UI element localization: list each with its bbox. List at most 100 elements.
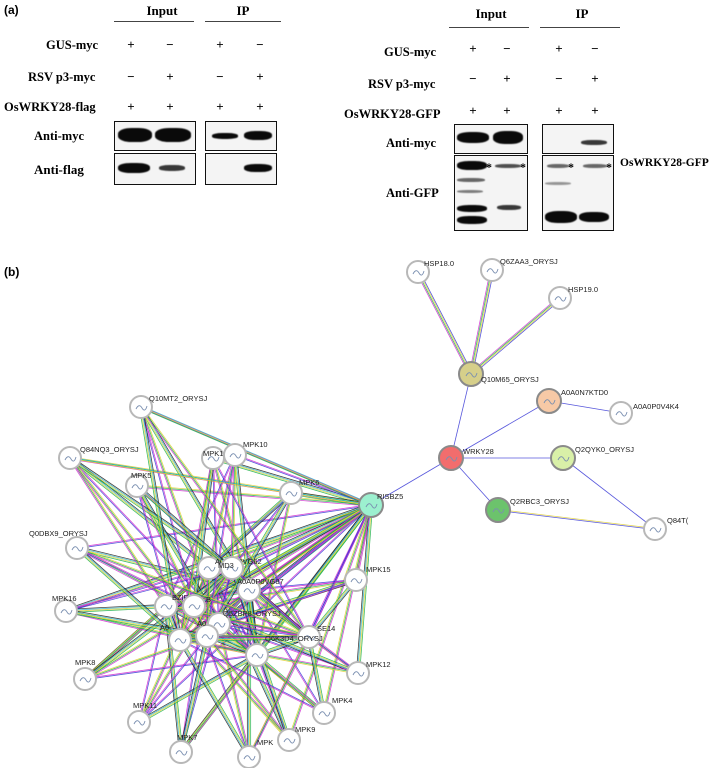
network-node: MPK16 xyxy=(52,594,78,623)
network-node-label: MPK6 xyxy=(299,478,319,487)
network-node: B xyxy=(182,594,211,618)
protein-structure-icon xyxy=(243,588,256,594)
network-edge xyxy=(205,491,290,636)
network-edge xyxy=(194,505,372,607)
sign: − xyxy=(256,37,264,52)
star-marker: * xyxy=(520,160,526,174)
network-node-label: Q2RBC3_ORYSJ xyxy=(510,497,569,506)
network-edge xyxy=(140,406,310,638)
network-edge xyxy=(182,636,210,753)
network-edge xyxy=(136,485,372,506)
protein-structure-icon xyxy=(64,456,77,462)
left-input-flag-blot xyxy=(114,153,196,185)
right-blot-label-gfp: Anti-GFP xyxy=(386,186,439,200)
network-node-label: MPK12 xyxy=(366,660,391,669)
network-node-label: MPK5 xyxy=(131,471,151,480)
left-ip-flag-blot xyxy=(205,153,277,185)
network-node: BZIP39 xyxy=(154,593,197,618)
network-edge xyxy=(77,546,310,637)
network-edge xyxy=(212,458,309,638)
network-edge xyxy=(139,407,309,638)
network-edge xyxy=(179,640,249,758)
network-edge xyxy=(140,407,371,506)
network-node: Q6ZAA3_ORYSJ xyxy=(480,257,558,282)
protein-structure-icon xyxy=(303,635,316,641)
network-node-label: MPK15 xyxy=(366,565,391,574)
right-blot-label-myc: Anti-myc xyxy=(386,136,436,150)
network-edge xyxy=(69,458,209,569)
network-edge xyxy=(192,503,371,605)
network-node-label: HSP18.0 xyxy=(424,259,454,268)
protein-structure-icon xyxy=(318,711,331,717)
network-edge xyxy=(235,454,258,655)
protein-structure-icon xyxy=(131,484,144,490)
sign: + xyxy=(469,103,477,118)
protein-structure-icon xyxy=(557,456,570,462)
network-edge xyxy=(290,494,371,508)
right-input-myc-blot xyxy=(454,124,528,154)
network-edge xyxy=(207,454,235,568)
network-edge xyxy=(470,297,560,374)
network-edge xyxy=(322,504,371,713)
right-row-label-gus: GUS-myc xyxy=(384,45,437,59)
network-node-label: MPK10 xyxy=(243,440,268,449)
network-edge xyxy=(68,458,209,570)
left-row-label-wrky: OsWRKY28-flag xyxy=(4,100,96,114)
network-node: MPK5 xyxy=(125,471,151,498)
network-edge xyxy=(141,406,311,637)
network-edge xyxy=(178,640,248,759)
network-node-label: Q6ZAA3_ORYSJ xyxy=(500,257,558,266)
network-edge xyxy=(208,568,309,639)
network-node: Q84NQ3_ORYSJ xyxy=(58,445,139,470)
network-edge xyxy=(309,636,325,713)
protein-structure-icon xyxy=(486,268,499,274)
network-edge xyxy=(207,635,291,740)
network-node-label: Q84T( xyxy=(667,516,689,525)
left-ip-header: IP xyxy=(236,3,250,18)
star-marker: * xyxy=(606,160,612,174)
network-edge xyxy=(140,407,371,507)
network-edge xyxy=(70,457,292,493)
sign: + xyxy=(166,69,174,84)
network-edge xyxy=(308,579,356,637)
left-input-rule xyxy=(114,21,194,22)
network-node: Q84T( xyxy=(643,516,689,541)
network-node: HSP19.0 xyxy=(548,285,598,310)
network-edge xyxy=(291,490,372,504)
network-edge xyxy=(470,269,492,374)
network-edge xyxy=(206,635,310,638)
network-node-label: Q5ZBP8_ORYSJ xyxy=(223,609,281,618)
network-edge xyxy=(309,580,357,638)
network-edge xyxy=(207,635,310,637)
network-node-label: WRKY28 xyxy=(463,447,494,456)
network-edge xyxy=(232,455,237,569)
network-edge xyxy=(248,636,310,758)
network-edge xyxy=(69,458,291,494)
network-edge xyxy=(471,298,562,376)
network-edge xyxy=(249,580,357,591)
network-edge xyxy=(69,458,232,569)
protein-structure-icon xyxy=(135,405,148,411)
network-edge xyxy=(141,405,372,505)
network-node: A0A0P0V4K4 xyxy=(609,401,679,425)
network-edge xyxy=(370,457,452,506)
network-node: MPK12 xyxy=(346,660,391,685)
network-node-label: SE14 xyxy=(317,624,335,633)
network-edge xyxy=(194,458,214,607)
network-node: A0 xyxy=(195,619,219,648)
network-edge xyxy=(207,634,310,637)
right-ip-gfp-blot xyxy=(542,155,614,231)
network-node: WRKY28 xyxy=(438,445,494,471)
network-node-label: A0A0P0V4K4 xyxy=(633,402,679,411)
protein-structure-icon xyxy=(160,604,173,610)
network-edge xyxy=(249,637,311,758)
right-input-gfp-blot xyxy=(454,155,528,231)
network-node: A0A0P0VG87 xyxy=(237,577,284,602)
network-edge xyxy=(249,589,325,713)
network-edge xyxy=(65,611,257,657)
protein-structure-icon xyxy=(229,453,242,459)
network-edge xyxy=(136,486,371,507)
right-input-header: Input xyxy=(475,6,507,21)
network-node-label: A0 xyxy=(197,619,206,628)
